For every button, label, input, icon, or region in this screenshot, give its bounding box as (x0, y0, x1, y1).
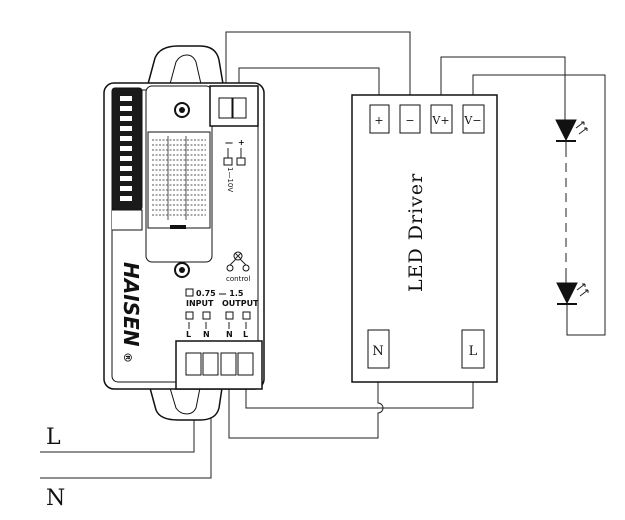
driver-terminal-minus-label: − (405, 114, 414, 127)
driver-terminal-vplus[interactable] (430, 104, 453, 134)
driver-terminal-l[interactable] (461, 329, 485, 369)
input-label: INPUT (186, 299, 214, 308)
output-label: OUTPUT (222, 299, 259, 308)
driver-terminal-plus-label: + (374, 114, 383, 127)
wire-v-plus (440, 56, 566, 120)
mounting-slot-top (169, 54, 202, 85)
control-wires (229, 258, 247, 266)
driver-terminal-minus[interactable] (399, 104, 421, 134)
dim-plus-port (236, 157, 246, 166)
io-ports (185, 311, 251, 329)
driver-terminal-plus[interactable] (369, 104, 390, 134)
mounting-slot-bottom (169, 387, 201, 415)
led-bottom-icon (556, 275, 589, 305)
driver-terminal-vminus[interactable] (462, 104, 485, 134)
connector-pins (120, 96, 132, 201)
control-btn-left[interactable] (226, 264, 234, 272)
brand-logo: HAISEN (119, 262, 143, 347)
dim-range-label: 1—10V (226, 167, 234, 192)
driver-terminal-l-label: L (469, 344, 478, 359)
wire-dim-minus (225, 31, 411, 105)
registered-mark: ® (121, 352, 134, 363)
label-barcode (170, 225, 186, 229)
wire-gauge-label: 0.75 — 1.5 (196, 289, 244, 298)
wire-v-minus (472, 74, 606, 336)
dim-plus-label: + (238, 138, 245, 147)
wire-out-l (245, 368, 474, 409)
terminal-input-l[interactable] (185, 352, 202, 376)
mains-neutral-label: N (46, 486, 65, 511)
dim-minus-port (223, 157, 233, 166)
terminal-output-n[interactable] (220, 352, 237, 376)
terminal-output-l[interactable] (237, 352, 254, 376)
dim-arrows (227, 148, 242, 158)
wire-out-n (228, 368, 384, 439)
led-top-icon (555, 119, 588, 148)
controller-module: — + 1—10V control 0.75 — 1.5 INPUT OUTPU… (103, 45, 265, 421)
driver-terminal-n[interactable] (367, 329, 390, 369)
spec-label-print (152, 136, 206, 220)
terminal-input-n[interactable] (202, 352, 219, 376)
driver-title: LED Driver (405, 173, 427, 292)
input-terminal-l: L (186, 330, 191, 339)
dim-terminal-plus[interactable] (232, 97, 247, 119)
dim-minus-label: — (225, 138, 233, 147)
output-terminal-n: N (226, 330, 233, 339)
driver-terminal-n-label: N (372, 344, 383, 359)
spec-label (147, 131, 211, 229)
strip-base (112, 209, 143, 231)
driver-terminal-vminus-label: V− (463, 114, 481, 127)
led-driver: + − V+ V− LED Driver N L (351, 94, 498, 383)
wires (40, 31, 606, 479)
screw-bottom-center (179, 267, 185, 273)
screw-top-center (179, 107, 185, 113)
control-led-cross (234, 252, 242, 260)
input-terminal-n: N (203, 330, 210, 339)
gauge-box-icon (185, 288, 194, 297)
control-btn-right[interactable] (242, 264, 250, 272)
driver-terminal-vplus-label: V+ (431, 114, 449, 127)
output-terminal-l: L (243, 330, 248, 339)
model-code (250, 220, 258, 222)
dim-terminal-minus[interactable] (218, 97, 233, 119)
mains-line-label: L (46, 425, 61, 450)
control-label: control (226, 275, 250, 283)
